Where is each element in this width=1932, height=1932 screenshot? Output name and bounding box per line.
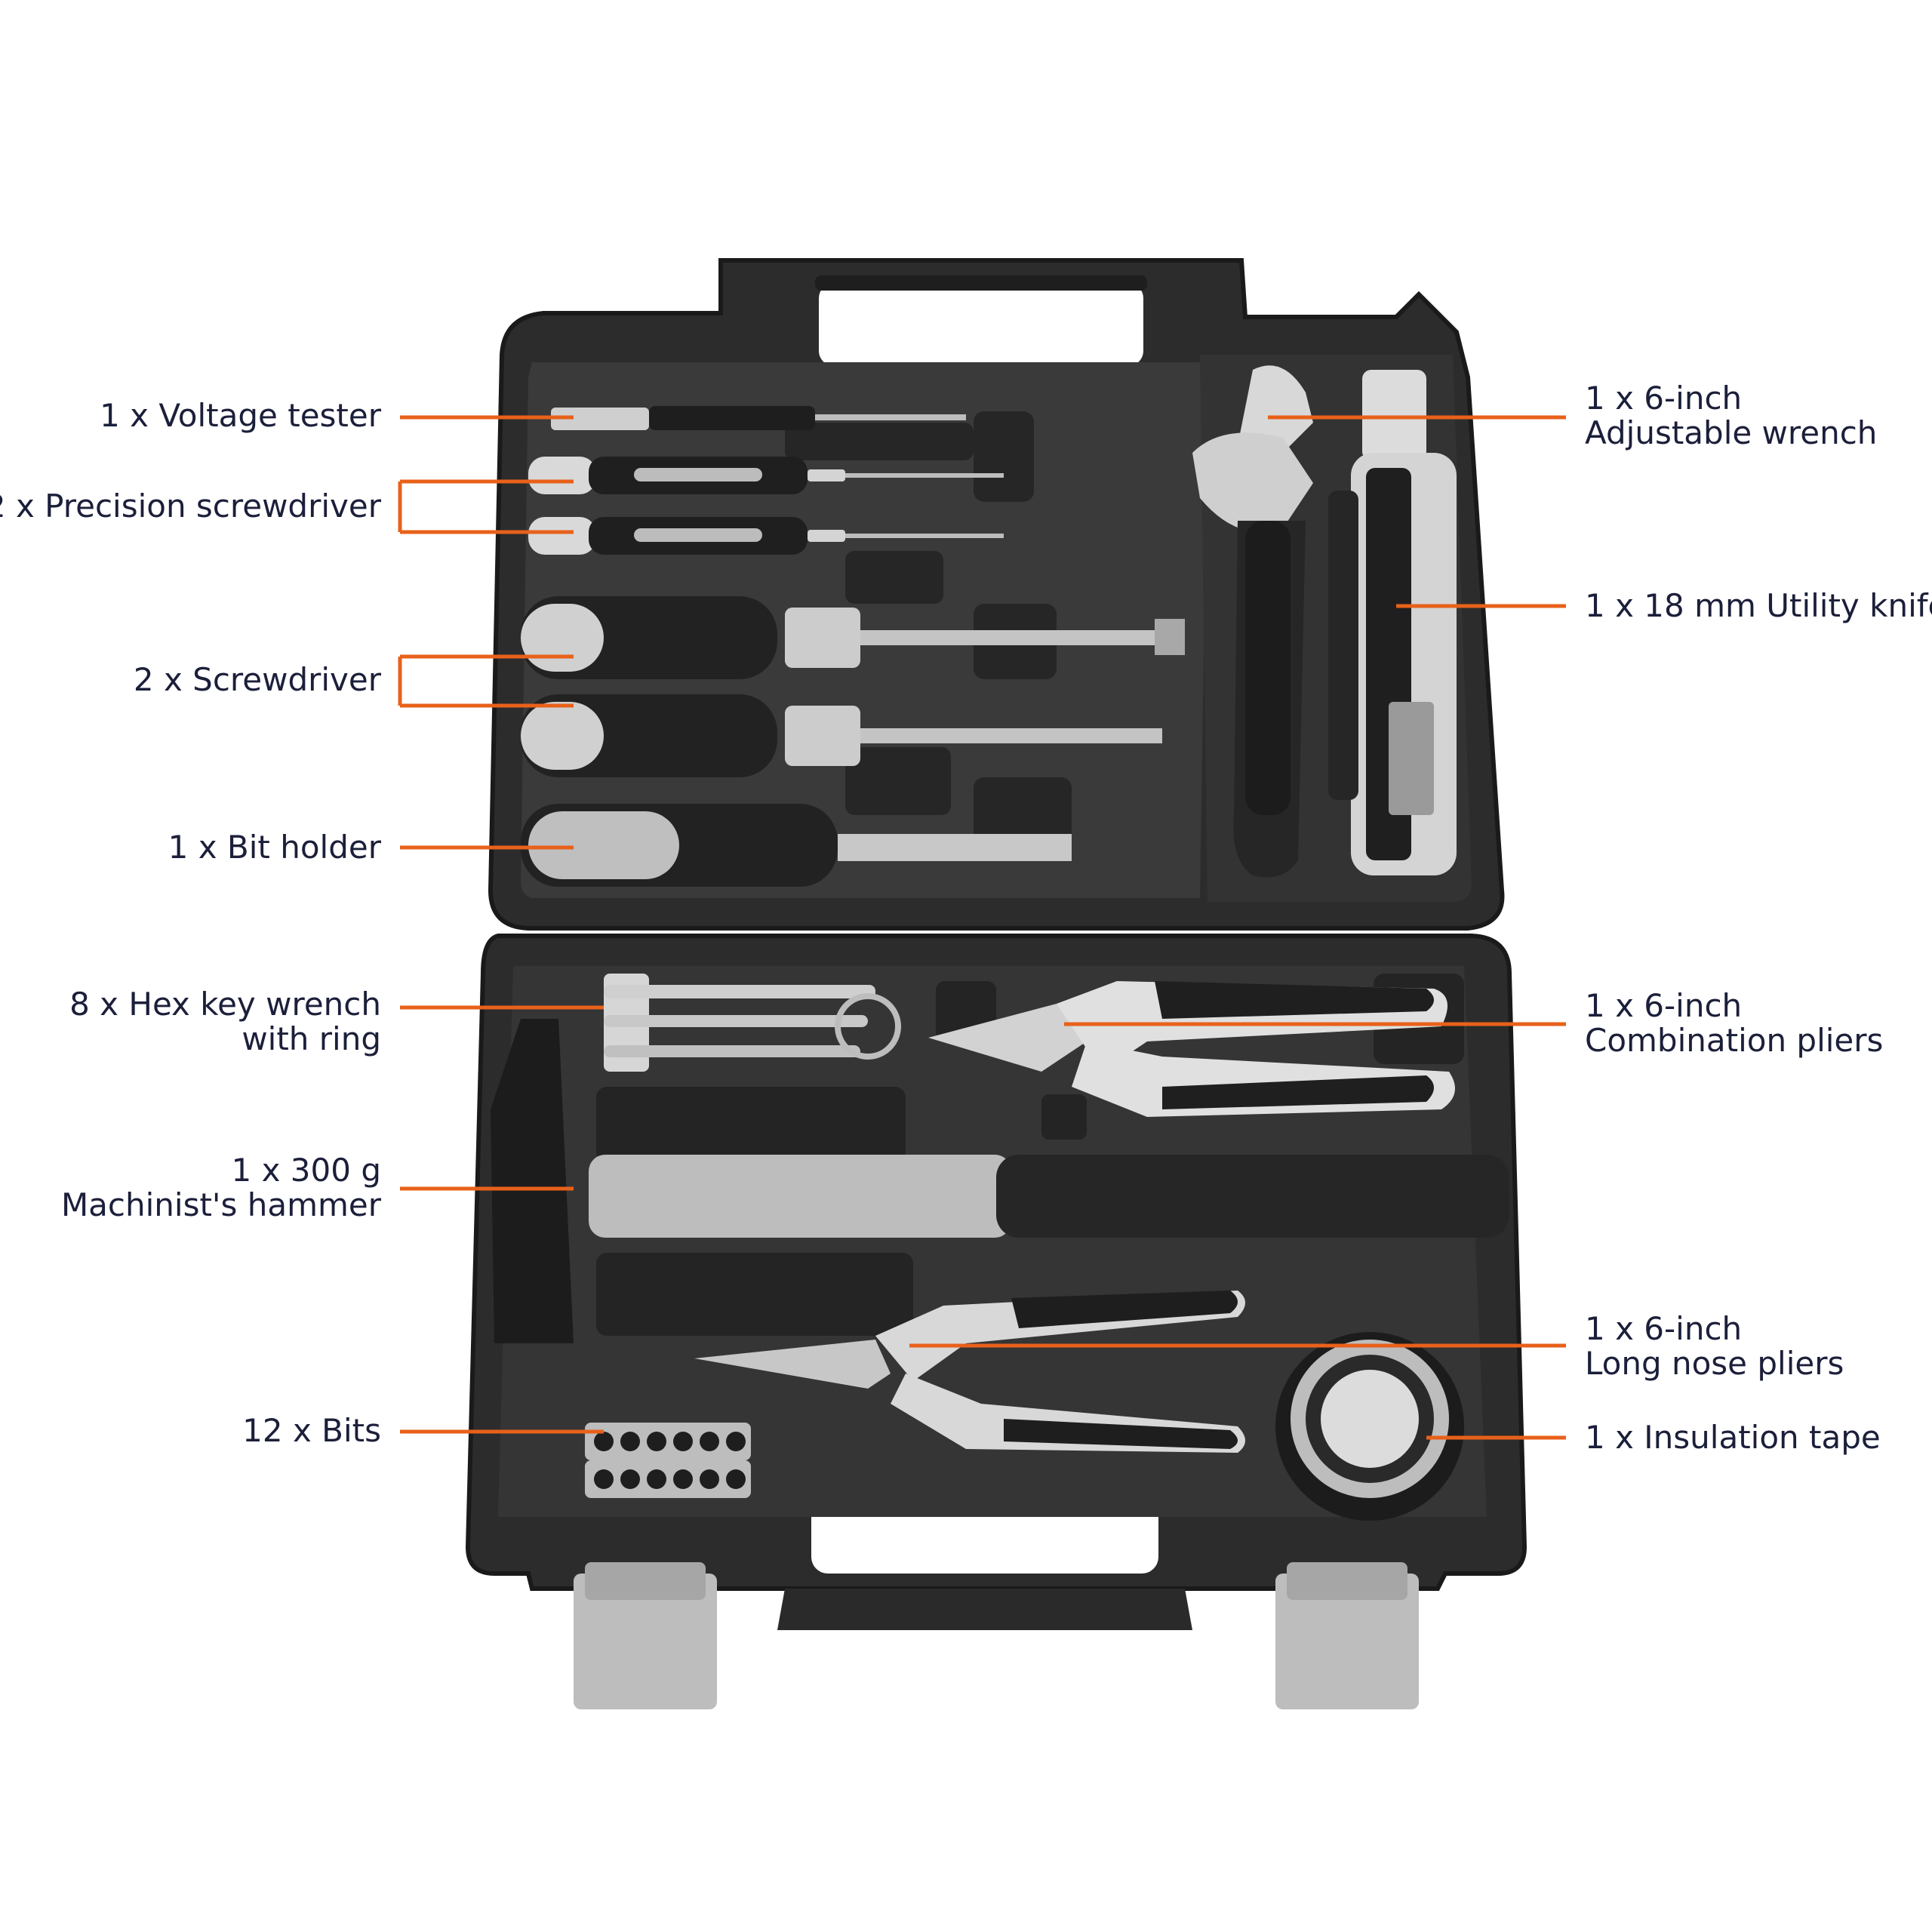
bits-set (585, 1423, 751, 1498)
label-line: 1 x Voltage tester (100, 397, 381, 434)
screwdriver-1 (521, 596, 1185, 679)
label-line: 1 x Insulation tape (1585, 1419, 1881, 1456)
label-line: 8 x Hex key wrench (69, 986, 381, 1023)
voltage-tester (551, 406, 966, 430)
label-precision-screwdriver: 2 x Precision screwdriver (0, 489, 381, 524)
callout-lines (398, 415, 1566, 1440)
adjustable-wrench (1192, 365, 1313, 878)
label-line: 12 x Bits (242, 1412, 381, 1449)
hex-key-wrench-set (604, 974, 901, 1072)
label-adjustable-wrench: 1 x 6-inch Adjustable wrench (1585, 381, 1877, 451)
label-line: 1 x 300 g (231, 1152, 381, 1189)
label-line: Machinist's hammer (60, 1186, 381, 1223)
latch-right[interactable] (1275, 1574, 1419, 1709)
label-line: Adjustable wrench (1585, 414, 1878, 451)
label-bit-holder: 1 x Bit holder (168, 830, 381, 865)
latch-left[interactable] (574, 1574, 717, 1709)
label-line: with ring (242, 1020, 381, 1057)
label-machinists-hammer: 1 x 300 g Machinist's hammer (61, 1153, 381, 1223)
label-line: 1 x 6-inch (1585, 380, 1743, 417)
label-bits: 12 x Bits (242, 1414, 381, 1448)
label-hex-key-wrench: 8 x Hex key wrench with ring (69, 987, 381, 1057)
label-line: 2 x Precision screwdriver (0, 488, 381, 525)
label-line: 1 x 6-inch (1585, 987, 1743, 1024)
precision-screwdriver-1 (528, 457, 1004, 494)
lid-handle-hole (819, 283, 1143, 366)
label-line: Long nose pliers (1585, 1345, 1844, 1382)
label-voltage-tester: 1 x Voltage tester (100, 398, 381, 433)
label-insulation-tape: 1 x Insulation tape (1585, 1420, 1881, 1455)
label-line: 1 x 6-inch (1585, 1310, 1743, 1347)
bit-holder (521, 804, 1072, 887)
label-line: 1 x Bit holder (168, 829, 381, 866)
insulation-tape (1275, 1332, 1464, 1521)
label-line: Combination pliers (1585, 1022, 1884, 1059)
combination-pliers (928, 981, 1455, 1117)
label-line: 1 x 18 mm Utility knife (1585, 587, 1932, 624)
screwdriver-2 (521, 694, 1162, 777)
utility-knife (1328, 370, 1457, 875)
label-combination-pliers: 1 x 6-inch Combination pliers (1585, 989, 1883, 1058)
label-utility-knife: 1 x 18 mm Utility knife (1585, 589, 1932, 623)
machinists-hammer (491, 1019, 1509, 1343)
label-long-nose-pliers: 1 x 6-inch Long nose pliers (1585, 1312, 1844, 1381)
label-line: 2 x Screwdriver (133, 661, 381, 698)
precision-screwdriver-2 (528, 517, 1004, 555)
long-nose-pliers (694, 1291, 1245, 1453)
label-screwdriver: 2 x Screwdriver (134, 663, 381, 697)
